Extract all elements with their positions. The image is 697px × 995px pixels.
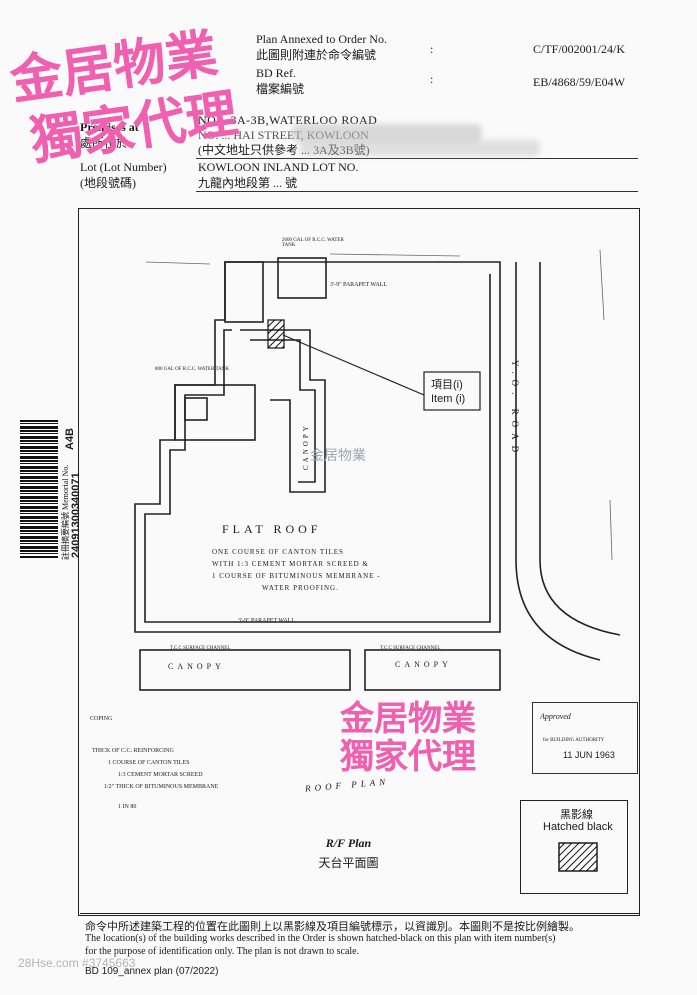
colon-1: :	[430, 42, 434, 56]
mark-3	[599, 249, 605, 321]
mark-2	[329, 253, 461, 257]
order-number: C/TF/002001/24/K	[533, 42, 626, 56]
canopy-left-box	[139, 649, 351, 691]
canopy-right-label: CANOPY	[395, 660, 452, 669]
plan-annexed-label-zh: 此圖則附連於命令編號	[256, 48, 377, 62]
water-tank-mid-label: 800 GAL OF R.C.C. WATER TANK	[155, 367, 229, 372]
form-reference: BD 109_annex plan (07/2022)	[85, 966, 219, 977]
memorial-number: 24091300340071	[70, 472, 82, 558]
address-en-line1: NOS. 3A-3B,WATERLOO ROAD	[198, 113, 378, 127]
note-screed: 1:3 CEMENT MORTAR SCREED	[118, 772, 203, 778]
road-edge	[515, 262, 601, 661]
note-reinforcing: THICK OF C.C. REINFORCING	[92, 748, 174, 754]
mid-tank	[174, 384, 256, 441]
parapet-bottom-label: 3'-9" PARAPET WALL	[238, 618, 296, 624]
redaction-blur-1	[292, 124, 482, 142]
flat-roof-label: FLAT ROOF	[222, 522, 322, 536]
road-edge-2	[539, 262, 621, 636]
memorial-barcode	[20, 420, 58, 558]
colon-2: :	[430, 72, 434, 86]
premises-label-zh: 處所位於	[80, 136, 129, 150]
note-tiles: 1 COURSE OF CANTON TILES	[108, 760, 190, 766]
approved-by-label: for BUILDING AUTHORITY	[543, 738, 605, 743]
note-membrane: 1/2" THICK OF BITUMINOUS MEMBRANE	[104, 784, 219, 790]
approval-stamp	[532, 702, 638, 774]
footer-note-zh: 命令中所述建築工程的位置在此圖則上以黑影線及項目編號標示，以資識別。本圖則不是按…	[85, 921, 580, 933]
spec-line-3: 1 COURSE OF BITUMINOUS MEMBRANE -	[212, 572, 381, 580]
plan-frame	[78, 208, 640, 916]
lot-label-zh: (地段號碼)	[80, 176, 136, 190]
spec-line-4: WATER PROOFING.	[262, 584, 339, 592]
building-outline	[134, 261, 501, 633]
water-tank-top-label: 2000 GAL OF R.C.C. WATER TANK	[282, 238, 344, 248]
lot-number-zh: 九龍內地段第 ... 號	[198, 176, 298, 190]
mid-tank-inner	[184, 397, 208, 421]
lot-label-en: Lot (Lot Number)	[80, 160, 167, 174]
paper-size-label: A4B	[64, 427, 76, 450]
mark-1	[145, 261, 211, 265]
legend-box	[520, 800, 628, 894]
bd-ref-number: EB/4868/59/E04W	[533, 75, 625, 89]
legend-hatch-sample	[558, 842, 598, 872]
approved-label: Approved	[540, 712, 571, 721]
footer-rule	[80, 913, 640, 914]
mark-4	[609, 499, 613, 561]
rule-lot-bottom	[196, 191, 638, 192]
plan-annexed-label-en: Plan Annexed to Order No.	[256, 32, 387, 46]
corridor-inner	[250, 339, 316, 483]
legend-title-en: Hatched black	[543, 821, 613, 833]
leader-line	[282, 334, 425, 396]
lot-number-en: KOWLOON INLAND LOT NO.	[198, 160, 359, 174]
plan-title-en: R/F Plan	[325, 836, 372, 850]
item-label-box	[423, 371, 481, 411]
site-watermark: 28Hse.com #3745663	[18, 956, 136, 970]
center-watermark: 金居物業	[310, 448, 366, 464]
footer-note-en-1: The location(s) of the building works de…	[85, 933, 556, 944]
bd-ref-label-en: BD Ref.	[256, 66, 296, 80]
tcc-channel-right: T.C.C SURFACE CHANNEL	[380, 646, 441, 651]
rule-lot	[196, 158, 638, 159]
parapet-top-label: 3'-9" PARAPET WALL	[330, 282, 388, 288]
spec-line-2: WITH 1:3 CEMENT MORTAR SCREED &	[212, 560, 369, 568]
legend-title-zh: 黑影線	[560, 809, 593, 821]
top-stair	[224, 261, 264, 323]
road-side-label: Y.O. ROAD	[510, 360, 520, 459]
redaction-blur-2	[300, 140, 540, 156]
item-label-zh: 項目(i)	[431, 379, 463, 391]
top-tank	[277, 257, 327, 299]
note-coping: COPING	[90, 716, 113, 722]
canopy-vertical-label: CANOPY	[302, 423, 310, 470]
watermark-bottom-line1: 金居物業	[340, 699, 476, 739]
item-label-en: Item (i)	[431, 393, 466, 405]
bd-ref-label-zh: 檔案編號	[256, 82, 305, 96]
tcc-channel-left: T.C.C SURFACE CHANNEL	[170, 646, 231, 651]
spec-line-1: ONE COURSE OF CANTON TILES	[212, 548, 344, 556]
premises-label-en: Premises at	[80, 120, 139, 134]
canopy-left-label: CANOPY	[168, 662, 225, 671]
plan-title-zh: 天台平面圖	[318, 856, 379, 870]
approved-date: 11 JUN 1963	[563, 750, 615, 760]
building-outline-inner	[144, 274, 491, 623]
canopy-right-box	[364, 649, 501, 691]
hatched-item	[267, 319, 285, 349]
footer-note-en-2: for the purpose of identification only. …	[85, 946, 360, 957]
corridor	[240, 329, 326, 493]
scale-label: 1 IN 80	[118, 804, 137, 810]
watermark-bottom-line2: 獨家代理	[340, 737, 476, 777]
